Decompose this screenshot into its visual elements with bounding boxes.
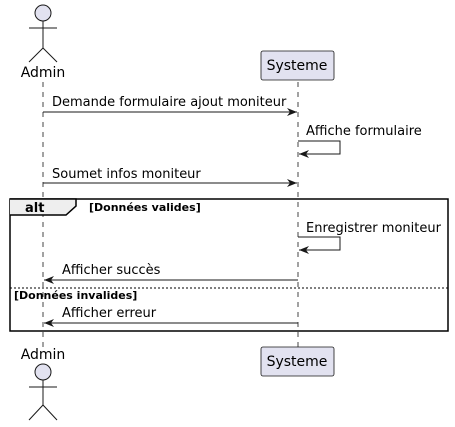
fragment-tab [10,198,77,216]
stick-figure-icon [28,363,58,421]
stick-figure-icon [28,4,58,63]
actor-name: Admin [21,347,66,363]
fragment-frame [9,198,449,332]
participant-name: Systeme [267,58,328,74]
message-5: Afficher succès [44,263,298,284]
systeme-participant-bottom: Systeme [260,346,335,377]
message-label: Soumet infos moniteur [52,167,201,182]
message-label: Enregistrer moniteur [306,221,442,236]
participant-box [260,346,335,377]
message-1: Demande formulaire ajout moniteur [43,95,297,116]
guard-condition: [Données valides] [89,201,201,214]
admin-actor-top: Admin [21,4,66,81]
message-label: Affiche formulaire [306,124,422,139]
participant-name: Systeme [267,354,328,370]
message-label: Afficher succès [62,263,161,278]
message-4: Enregistrer moniteur [298,221,442,254]
admin-actor-bottom: Admin [21,347,66,421]
participant-box [260,50,335,81]
message-2: Affiche formulaire [298,124,422,158]
message-6: Afficher erreur [44,306,298,327]
message-label: Afficher erreur [62,306,157,321]
systeme-participant-top: Systeme [260,50,335,81]
actor-name: Admin [21,65,66,81]
fragment-keyword: alt [25,201,44,216]
message-3: Soumet infos moniteur [43,167,297,187]
message-label: Demande formulaire ajout moniteur [52,95,287,110]
guard-condition: [Données invalides] [14,289,137,302]
alt-fragment: alt [Données valides] [Données invalides… [9,198,449,332]
